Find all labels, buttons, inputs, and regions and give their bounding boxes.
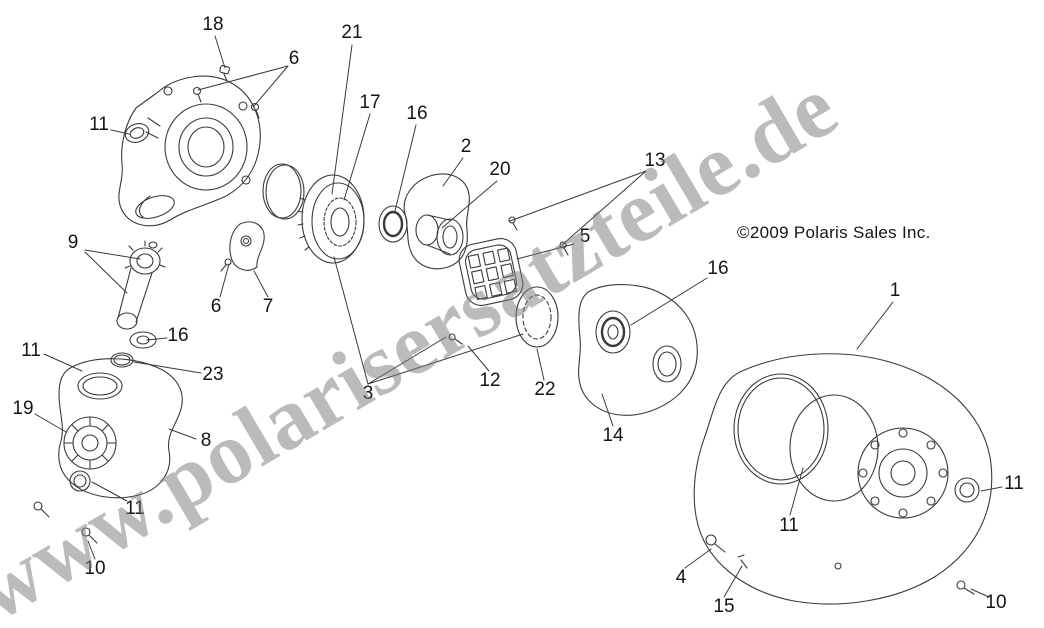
callout-9: 9: [67, 232, 79, 253]
mid-housing: [578, 284, 698, 416]
screw-12: [448, 333, 463, 345]
callout-19: 19: [12, 398, 34, 419]
plug-18: [219, 65, 230, 82]
screws-13: [508, 216, 569, 256]
output-hub: [403, 173, 470, 270]
callout-15: 15: [713, 596, 735, 617]
callout-16-front: 16: [406, 103, 428, 124]
leader-lines: [34, 35, 1003, 598]
bolts-10-left: [33, 501, 98, 544]
oring-spacer: [262, 163, 305, 220]
seal-11-bottomleft: [69, 470, 91, 492]
callout-11-left: 11: [21, 340, 41, 361]
callout-10-right: 10: [985, 592, 1007, 613]
bracket-7: [229, 221, 265, 271]
bolt-10-right: [956, 580, 975, 595]
callout-5: 5: [579, 226, 591, 247]
bearing-16-front: [378, 205, 408, 243]
pin-15: [737, 554, 748, 569]
input-housing: [118, 75, 261, 227]
pinion-gear-9: [110, 240, 166, 368]
callout-4: 4: [675, 567, 687, 588]
callout-11-topleft: 11: [89, 114, 109, 135]
callout-21: 21: [341, 22, 363, 43]
callout-7: 7: [262, 296, 274, 317]
callout-17: 17: [359, 92, 381, 113]
callout-22: 22: [534, 379, 556, 400]
bolts-6-top: [192, 86, 260, 119]
callout-8: 8: [200, 430, 212, 451]
callout-2: 2: [460, 136, 472, 157]
callout-12: 12: [479, 370, 501, 391]
callout-18: 18: [202, 14, 224, 35]
copyright-notice: ©2009 Polaris Sales Inc.: [737, 223, 931, 242]
cam-disc: [515, 286, 559, 348]
callout-11-bottomleft: 11: [125, 498, 145, 519]
callout-6-top: 6: [288, 48, 300, 69]
callout-1: 1: [889, 280, 901, 301]
callout-14: 14: [602, 425, 624, 446]
callout-3: 3: [362, 383, 374, 404]
callout-23: 23: [202, 364, 224, 385]
callout-11-cover: 11: [779, 515, 799, 536]
ring-gear: [297, 174, 365, 264]
front-cover-8: [58, 358, 183, 499]
callout-20: 20: [489, 159, 511, 180]
callout-16-washer: 16: [167, 325, 189, 346]
seal-11-top: [124, 123, 150, 143]
callout-6-lower: 6: [210, 296, 222, 317]
callout-10-left: 10: [84, 558, 106, 579]
callout-11-right: 11: [1004, 473, 1024, 494]
roller-cage: [458, 238, 524, 306]
bolt-6-lower: [220, 258, 232, 272]
bolt-4: [705, 534, 726, 553]
callout-16-mid: 16: [707, 258, 729, 279]
callout-13: 13: [644, 150, 666, 171]
seal-11-right: [954, 477, 980, 503]
outer-cover: [693, 353, 993, 605]
